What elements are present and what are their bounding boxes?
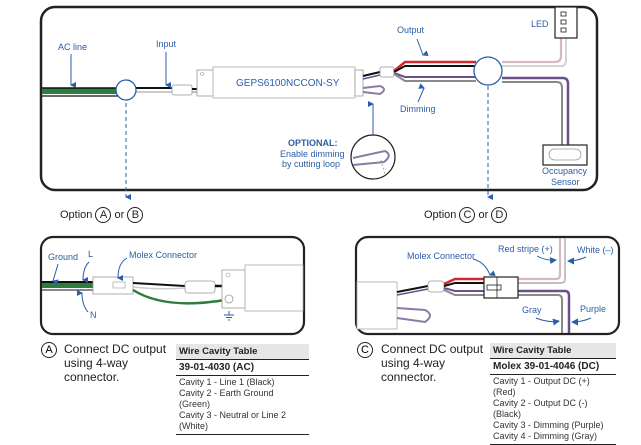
loop-detail [352,149,390,166]
n-arrow [76,290,89,313]
panel-a-wires [42,264,304,312]
ground-arrow [52,263,59,286]
top-panel-frame [39,5,599,192]
panel-a-frame [39,235,306,336]
red-stripe-arrow [536,255,557,265]
panel-c-wires [356,238,571,333]
input-label: Input [156,39,177,49]
purple-arrow [571,317,592,326]
table-row: Cavity 1 - Line 1 (Black) [179,377,275,387]
sensor-lens [548,148,582,161]
led-pin-3 [560,27,567,33]
optional-line-2: by cutting loop [282,159,340,169]
option-a-badge: A [95,207,112,223]
caption-c-badge: C [357,342,373,358]
molex-label-a: Molex Connector [129,250,197,260]
caption-a-line-1: Connect DC output [64,342,167,356]
led-pin-1 [560,11,567,17]
wire-cavity-table-ac: Wire Cavity Table 39-01-4030 (AC) Cavity… [176,344,309,435]
panel-c-frame [354,235,621,336]
red-stripe-label: Red stripe (+) [498,244,553,254]
option-or: or [478,208,489,221]
caption-c-line-3: connector. [381,370,437,384]
ground-label: Ground [48,252,78,262]
table-part-number: Molex 39-01-4046 (DC) [490,359,616,375]
occupancy-label-1: Occupancy [542,166,588,176]
option-or: or [114,208,125,221]
l-arrow [82,261,90,284]
white-arrow [567,256,587,265]
caption-a-line-3: connector. [64,370,120,384]
occupancy-label-2: Sensor [551,177,580,187]
wire-cavity-table-dc: Wire Cavity Table Molex 39-01-4046 (DC) … [490,343,616,445]
gray-label: Gray [522,305,542,315]
molex-label-c: Molex Connector [407,251,475,261]
output-label: Output [397,25,425,35]
ground-symbol-icon [224,311,234,321]
table-row: Cavity 2 - Earth Ground (Green) [179,388,274,409]
table-title: Wire Cavity Table [176,344,309,360]
loop-detail-circle [350,134,396,180]
table-title: Wire Cavity Table [490,343,616,359]
table-row: Cavity 3 - Dimming (Purple) [493,420,604,430]
option-ab-label: Option A or B [60,207,144,223]
purple-label: Purple [580,304,606,314]
dc-junction-circle [473,56,503,86]
table-row: Cavity 3 - Neutral or Line 2 (White) [179,410,287,431]
gray-arrow [535,317,560,326]
option-b-badge: B [127,207,144,223]
optional-title: OPTIONAL: [288,138,338,148]
output-wires [362,60,476,82]
molex-arrow-a [117,257,128,282]
molex-arrow-c [472,258,496,277]
dimming-arrow [417,83,425,103]
option-prefix: Option [424,208,457,221]
caption-a-badge: A [41,342,57,358]
ac-line-label: AC line [58,42,87,52]
ac-junction-circle [115,79,137,101]
option-d-badge: D [491,207,508,223]
dimming-loop [362,84,385,96]
l-label: L [88,249,93,259]
led-wires [502,38,567,67]
option-cd-label: Option C or D [424,207,508,223]
table-row: Cavity 2 - Output DC (-) (Black) [493,398,588,419]
led-pin-2 [560,19,567,25]
n-label: N [90,310,97,320]
output-arrow [416,38,429,57]
connector-latch [486,284,502,291]
table-part-number: 39-01-4030 (AC) [176,360,309,376]
led-label: LED [531,19,549,29]
optional-line-1: Enable dimming [280,149,345,159]
option-c-badge: C [459,207,476,223]
caption-c-text: Connect DC output using 4-way connector. [381,342,483,384]
cut-line [380,159,386,176]
table-row: Cavity 4 - Dimming (Gray) [493,431,598,441]
option-prefix: Option [60,208,93,221]
ac-line-wires [42,87,172,97]
caption-c-line-1: Connect DC output [381,342,484,356]
caption-a-line-2: using 4-way [64,356,129,370]
dimming-label: Dimming [400,104,436,114]
table-row: Cavity 1 - Output DC (+) (Red) [493,376,590,397]
driver-model-label: GEPS6100NCCON-SY [236,78,340,89]
white-label: White (–) [577,245,614,255]
driver-box [196,66,364,99]
sensor-wires [502,76,570,145]
caption-c-line-2: using 4-way [381,356,446,370]
caption-a-text: Connect DC output using 4-way connector. [64,342,166,384]
wiring-diagram: GEPS6100NCCON-SY LED Occupancy Sensor AC… [39,5,621,336]
